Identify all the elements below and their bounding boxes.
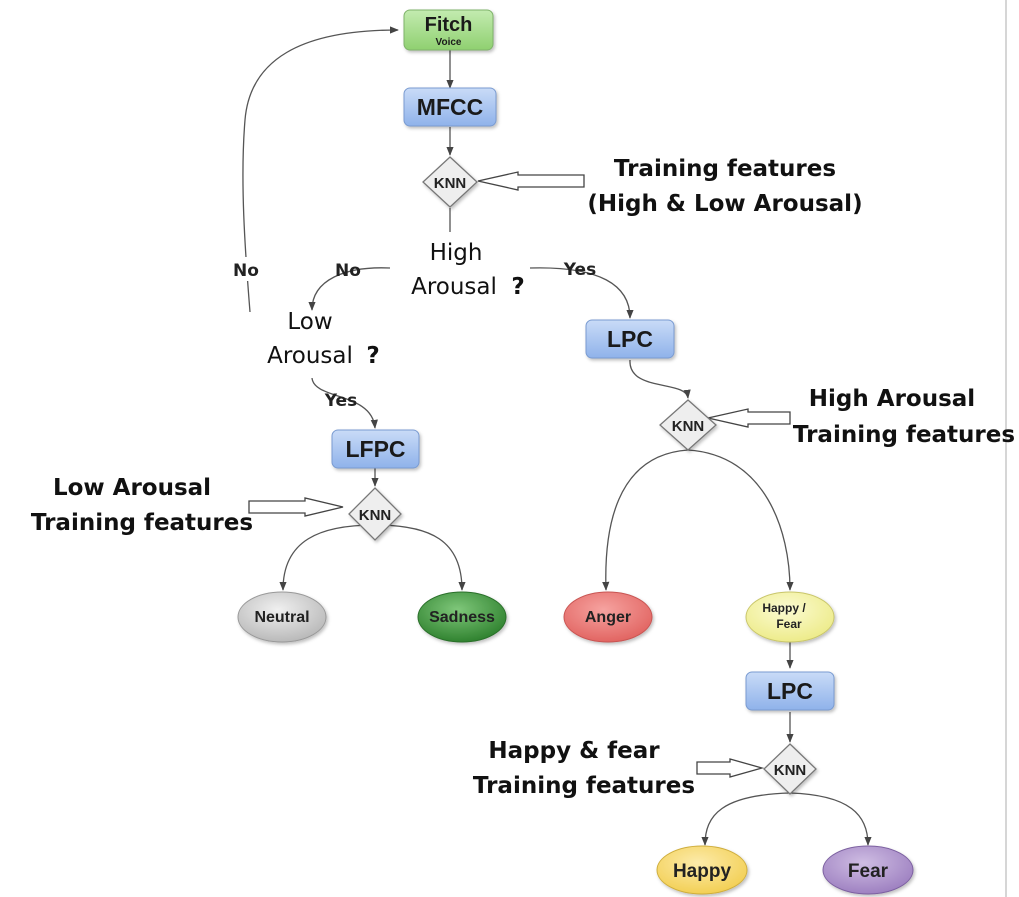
lpc-label-1: LPC <box>607 326 653 352</box>
lfpc-label: LFPC <box>345 436 405 462</box>
happy-fear-line2: Fear <box>776 617 802 631</box>
anger-label: Anger <box>585 609 631 626</box>
fitch-voice-node: Fitch Voice <box>403 9 494 51</box>
edge-label-yes-low: Yes <box>324 391 357 411</box>
training-all-line1: Training features <box>614 156 836 182</box>
edge-no-loop <box>242 26 399 313</box>
happy-fear-line1: Happy / <box>762 601 806 615</box>
edge-knn4-fear <box>789 792 872 846</box>
knn-node-2: KNN <box>348 487 402 541</box>
edge-knn2-sadness <box>374 524 466 591</box>
knn-label-1: KNN <box>434 175 467 192</box>
training-note-low: Low Arousal Training features <box>31 475 253 536</box>
connectors <box>242 26 872 846</box>
low-arousal-line2: Arousal <box>267 343 353 369</box>
sadness-label: Sadness <box>429 609 495 626</box>
low-arousal-mark: ? <box>366 343 379 369</box>
training-high-line2: Training features <box>793 422 1015 448</box>
high-arousal-line2: Arousal <box>411 274 497 300</box>
edge-label-yes-high: Yes <box>563 260 596 280</box>
edge-knn3-anger <box>602 449 689 591</box>
training-arrow-1 <box>477 171 585 191</box>
training-note-happy-fear: Happy & fear Training features <box>473 738 695 799</box>
training-high-line1: High Arousal <box>809 386 975 412</box>
fear-label: Fear <box>848 861 889 882</box>
training-low-line2: Training features <box>31 510 253 536</box>
edge-knn4-happy <box>701 792 791 846</box>
high-arousal-question: High Arousal ? <box>411 240 525 300</box>
training-happy-fear-line2: Training features <box>473 773 695 799</box>
edge-yes-lfpc <box>311 377 378 429</box>
edge-lpc1-knn3 <box>629 359 691 399</box>
edge-no-low <box>308 267 391 311</box>
mfcc-label: MFCC <box>417 94 483 120</box>
high-arousal-line1: High <box>430 240 483 266</box>
input-arrows <box>248 171 791 778</box>
edge-label-no-loop: No <box>233 261 259 281</box>
voice-subtitle: Voice <box>436 37 462 48</box>
no-loop-label-bg <box>226 257 266 281</box>
training-note-all: Training features (High & Low Arousal) <box>587 156 862 217</box>
lpc-label-2: LPC <box>767 678 813 704</box>
happy-label: Happy <box>673 861 732 882</box>
knn-label-2: KNN <box>359 507 392 524</box>
training-note-high: High Arousal Training features <box>793 386 1015 448</box>
knn-label-3: KNN <box>672 418 705 435</box>
training-happy-fear-line1: Happy & fear <box>488 738 660 764</box>
training-arrow-4 <box>696 758 765 778</box>
edge-knn3-happyfear <box>687 449 794 591</box>
knn-label-4: KNN <box>774 762 807 779</box>
low-arousal-question: Low Arousal ? <box>267 309 380 369</box>
neutral-node: Neutral <box>237 591 327 643</box>
training-arrow-3 <box>707 408 791 428</box>
knn-node-4: KNN <box>763 743 817 795</box>
high-arousal-mark: ? <box>511 274 524 300</box>
lpc-node-1: LPC <box>585 319 675 359</box>
anger-node: Anger <box>563 591 653 643</box>
happy-fear-node: Happy / Fear <box>745 591 835 643</box>
knn-node-1: KNN <box>422 156 478 208</box>
knn-node-3: KNN <box>659 399 717 451</box>
happy-node: Happy <box>656 845 748 895</box>
low-arousal-line1: Low <box>287 309 332 335</box>
neutral-label: Neutral <box>254 609 309 626</box>
sadness-node: Sadness <box>417 591 507 643</box>
fear-node: Fear <box>822 845 914 895</box>
training-arrow-2 <box>248 497 344 517</box>
edge-knn2-neutral <box>279 524 376 591</box>
fitch-title: Fitch <box>425 14 473 36</box>
training-all-line2: (High & Low Arousal) <box>587 191 862 217</box>
training-low-line1: Low Arousal <box>53 475 211 501</box>
mfcc-node: MFCC <box>403 87 497 127</box>
lpc-node-2: LPC <box>745 671 835 711</box>
edge-label-no-low: No <box>335 261 361 281</box>
lfpc-node: LFPC <box>331 429 420 469</box>
edge-yes-lpc1 <box>529 267 634 319</box>
